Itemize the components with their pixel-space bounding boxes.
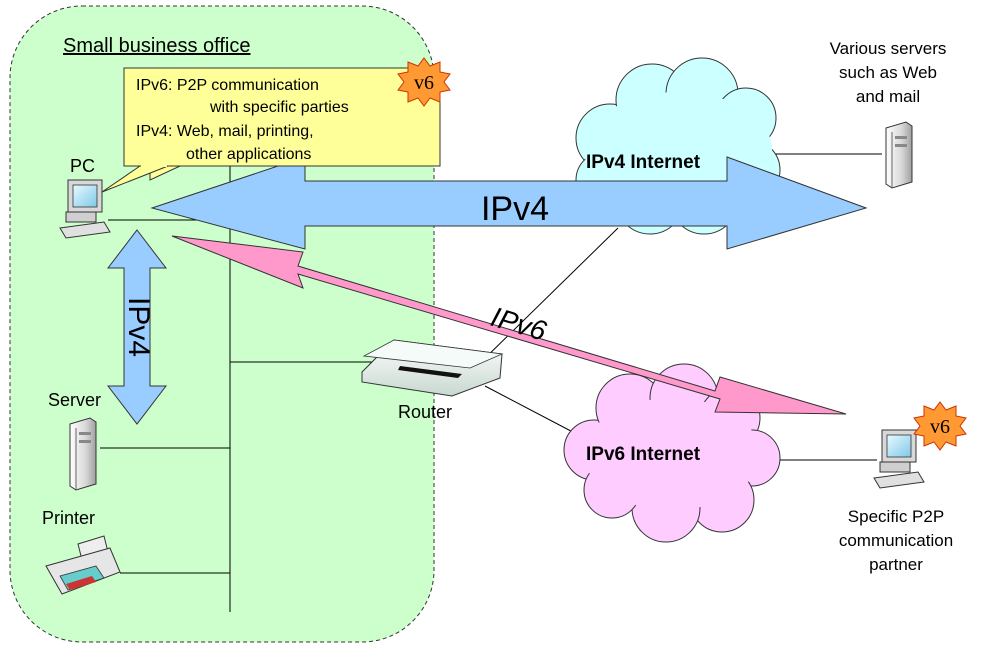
office-title: Small business office [63, 35, 251, 57]
ipv4-local-label: IPv4 [122, 297, 155, 357]
partner-line-2: communication [839, 531, 953, 550]
servers-line-2: such as Web [839, 63, 937, 82]
ipv6-arrow-label: IPv6 [487, 301, 550, 347]
note-line-2: with specific parties [209, 99, 349, 116]
v6-badge-office: v6 [397, 57, 451, 107]
partner-pc-icon [873, 429, 925, 489]
ipv4-arrow-label: IPv4 [481, 190, 549, 228]
ipv4-cloud-label: IPv4 Internet [586, 152, 701, 173]
server-icon [69, 417, 97, 491]
v6-badge-partner: v6 [913, 401, 967, 451]
ipv4-local-arrow: IPv4 [106, 229, 168, 425]
router-icon [361, 339, 504, 397]
servers-line-1: Various servers [830, 39, 947, 58]
pc-label: PC [70, 156, 95, 176]
v6-badge-office-label: v6 [414, 72, 434, 94]
note-line-3: IPv4: Web, mail, printing, [136, 123, 314, 140]
note-line-4: other applications [186, 146, 311, 163]
servers-line-3: and mail [856, 87, 920, 106]
pc-icon [59, 179, 111, 239]
web-mail-server-icon [885, 121, 913, 189]
ipv4-arrow: IPv4 [150, 156, 868, 250]
ipv6-internet-cloud: IPv6 Internet [563, 363, 781, 543]
note-callout: IPv6: P2P communication with specific pa… [101, 67, 441, 193]
printer-label: Printer [42, 508, 95, 528]
router-label: Router [398, 402, 452, 422]
note-line-1: IPv6: P2P communication [136, 77, 319, 94]
ipv6-cloud-label: IPv6 Internet [586, 444, 701, 465]
partner-line-3: partner [869, 555, 923, 574]
printer-icon [45, 535, 121, 595]
partner-line-1: Specific P2P [848, 507, 944, 526]
server-label: Server [48, 390, 101, 410]
v6-badge-partner-label: v6 [930, 416, 950, 438]
